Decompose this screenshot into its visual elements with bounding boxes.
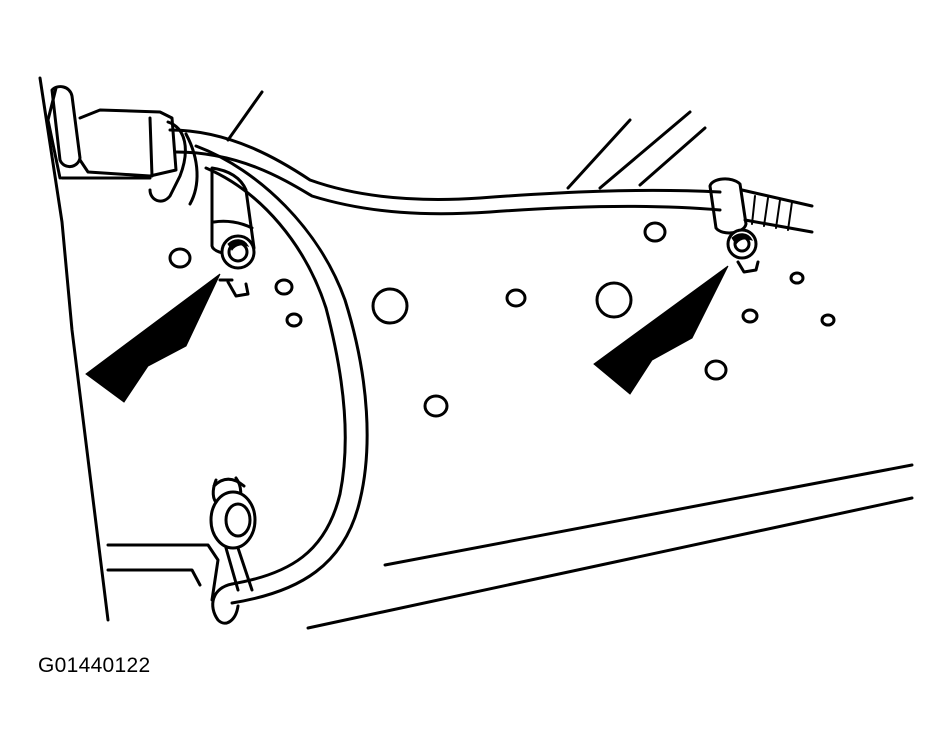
arrow-icon: [85, 273, 221, 403]
harness-connector: [50, 85, 199, 206]
panel-holes: [168, 221, 836, 418]
panel-outline: [38, 76, 914, 630]
bolt-icon: [726, 228, 758, 260]
wire-harness: [168, 128, 814, 234]
clip-icon: [209, 476, 257, 592]
bolt-icon: [220, 234, 256, 270]
arrow-icon: [593, 265, 729, 395]
clip-right: [708, 177, 760, 274]
tube-loop: [194, 144, 369, 625]
figure-id-label: G01440122: [38, 654, 151, 677]
